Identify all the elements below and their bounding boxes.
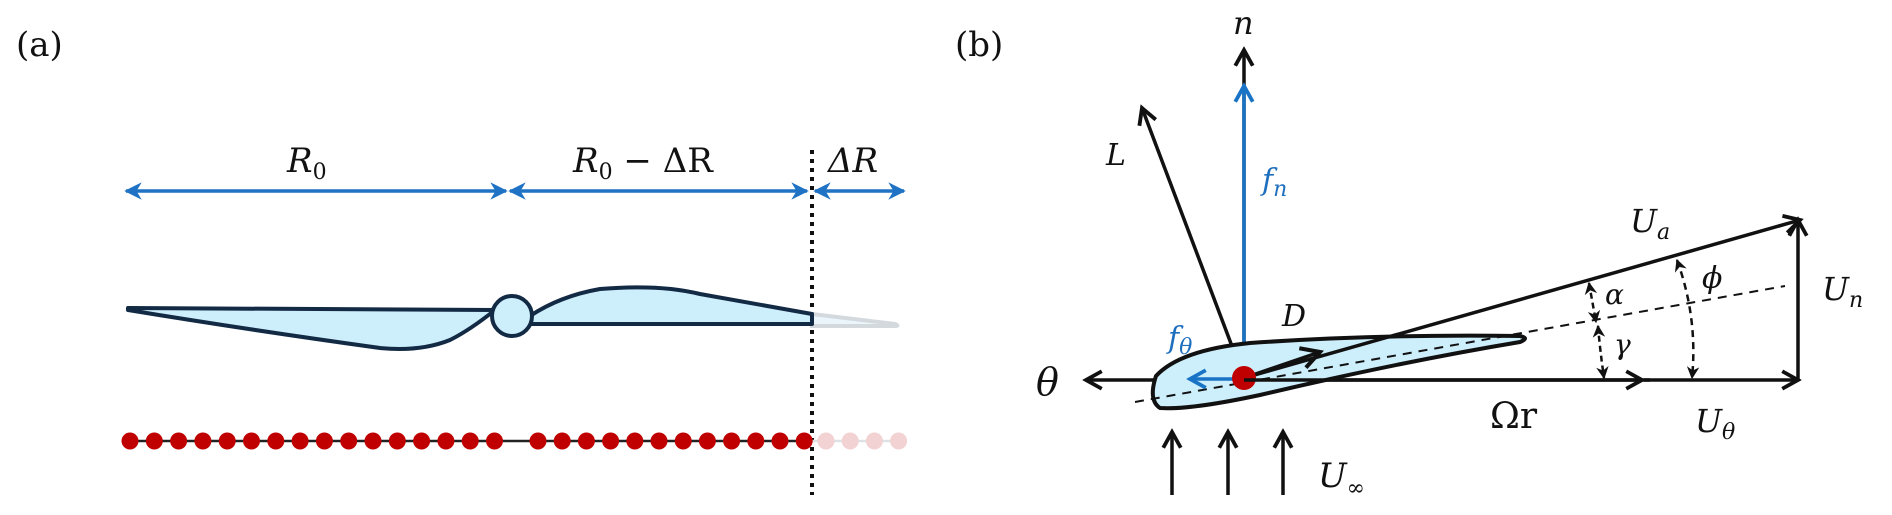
panel-b: (b) n fn L θ Ua D fθ Ωr Uθ <box>955 4 1863 501</box>
blade-node <box>364 432 382 450</box>
node-group-removed <box>817 432 908 450</box>
blade-node <box>674 432 692 450</box>
label-u-inf: U∞ <box>1318 456 1365 501</box>
panel-a: (a) R0 R0 − ΔR ΔR <box>16 25 908 495</box>
blade-node <box>529 432 547 450</box>
label-dr: ΔR <box>826 141 878 181</box>
blade-node <box>388 432 406 450</box>
force-center-point <box>1232 366 1256 390</box>
label-lift: L <box>1105 138 1126 173</box>
blade-node <box>413 432 431 450</box>
blade-node <box>577 432 595 450</box>
phi-angle-arc <box>1674 258 1700 380</box>
blade-nodes <box>121 432 908 450</box>
blade-node <box>486 432 503 450</box>
freestream-arrows <box>1172 432 1283 495</box>
removed-blade-node <box>890 432 908 450</box>
label-ua: Ua <box>1630 202 1670 245</box>
blade-node <box>553 432 571 450</box>
blade-node <box>461 432 479 450</box>
blade-node <box>626 432 644 450</box>
blade-node <box>698 432 716 450</box>
blade-node <box>795 432 813 450</box>
left-blade <box>126 306 497 351</box>
label-theta: θ <box>1036 360 1059 404</box>
relative-velocity-arrow <box>1243 220 1800 380</box>
blade-node <box>602 432 620 450</box>
removed-blade-tip <box>810 311 900 328</box>
label-fn: fn <box>1260 163 1287 202</box>
blade-node <box>650 432 668 450</box>
label-gamma: γ <box>1614 328 1631 361</box>
blade-node <box>437 432 455 450</box>
panel-b-label: (b) <box>955 25 1003 65</box>
label-n: n <box>1233 4 1254 42</box>
blade-node <box>747 432 765 450</box>
label-r0-minus-dr: R0 − ΔR <box>572 141 714 185</box>
gamma-angle-arc <box>1592 324 1609 380</box>
blade-node <box>243 432 260 450</box>
label-ftheta: fθ <box>1166 321 1192 360</box>
label-drag: D <box>1281 299 1306 334</box>
blade-node <box>723 432 741 450</box>
right-blade <box>528 285 814 326</box>
blade-node <box>291 432 309 450</box>
propeller <box>126 285 900 351</box>
blade-node <box>315 432 333 450</box>
blade-node <box>170 432 188 450</box>
removed-blade-node <box>865 432 883 450</box>
blade-node <box>771 432 789 450</box>
label-r0: R0 <box>286 141 327 185</box>
blade-node <box>194 432 212 450</box>
removed-blade-node <box>817 432 835 450</box>
alpha-angle-arc <box>1584 281 1601 324</box>
airfoil <box>1150 333 1527 411</box>
node-group-root <box>121 432 503 450</box>
label-alpha: α <box>1605 278 1624 311</box>
blade-node <box>218 432 236 450</box>
propeller-hub <box>490 294 534 338</box>
panel-a-label: (a) <box>16 25 63 65</box>
blade-node <box>145 432 163 450</box>
label-phi: ϕ <box>1702 261 1722 296</box>
label-u-n: Un <box>1822 270 1863 313</box>
blade-node <box>267 432 285 450</box>
label-omega-r: Ωr <box>1490 396 1538 437</box>
lift-arrow <box>1142 108 1246 379</box>
node-group-tip <box>529 432 813 450</box>
removed-blade-node <box>841 432 859 450</box>
label-u-theta: Uθ <box>1695 402 1735 445</box>
blade-node <box>340 432 358 450</box>
blade-node <box>121 432 139 450</box>
drag-arrow <box>1243 352 1320 380</box>
